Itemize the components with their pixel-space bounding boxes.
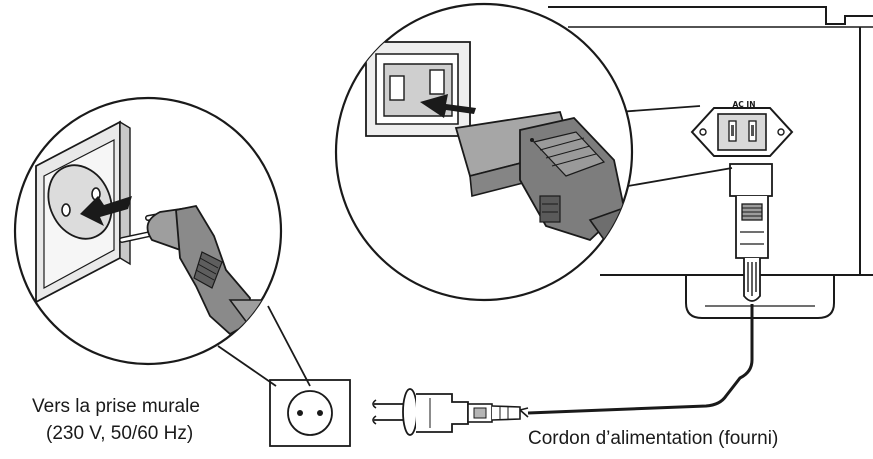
arrow-right-icon — [420, 94, 476, 118]
ac-in-label: AC IN — [733, 100, 756, 109]
wall-outlet-voltage-label: (230 V, 50/60 Hz) — [46, 423, 194, 444]
schuko-plug-small — [372, 388, 521, 436]
iec-connector-zoomed — [454, 110, 632, 264]
arrow-right-icon — [80, 196, 132, 226]
zoom-circle-wall-outlet — [13, 96, 283, 366]
wall-outlet-small — [269, 379, 351, 447]
iec-connector-icon — [729, 163, 773, 302]
ac-inlet-zoomed — [365, 41, 471, 137]
power-cord — [527, 304, 754, 415]
callout-lines — [217, 105, 733, 387]
wall-outlet-label: Vers la prise murale — [32, 396, 200, 417]
zoom-circle-ac-inlet — [334, 2, 634, 302]
power-cord-label: Cordon d’alimentation (fourni) — [528, 428, 779, 449]
ac-inlet — [690, 107, 794, 157]
wall-socket-icon — [35, 120, 131, 304]
